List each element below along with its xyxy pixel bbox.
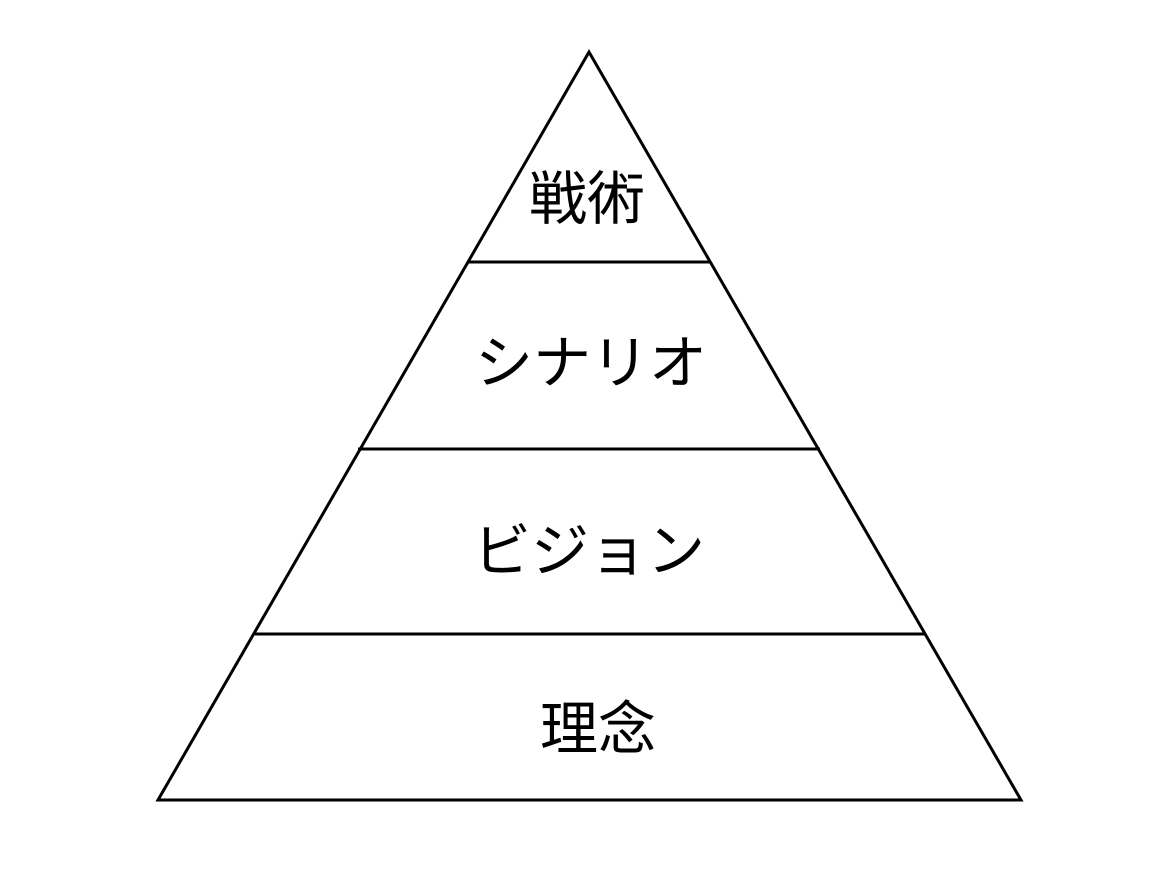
pyramid-outline (155, 48, 1024, 802)
level-label-scenario: シナリオ (475, 329, 707, 397)
level-label-vision: ビジョン (473, 517, 705, 585)
level-label-philosophy: 理念 (540, 695, 656, 763)
level-label-tactics: 戦術 (529, 165, 645, 233)
